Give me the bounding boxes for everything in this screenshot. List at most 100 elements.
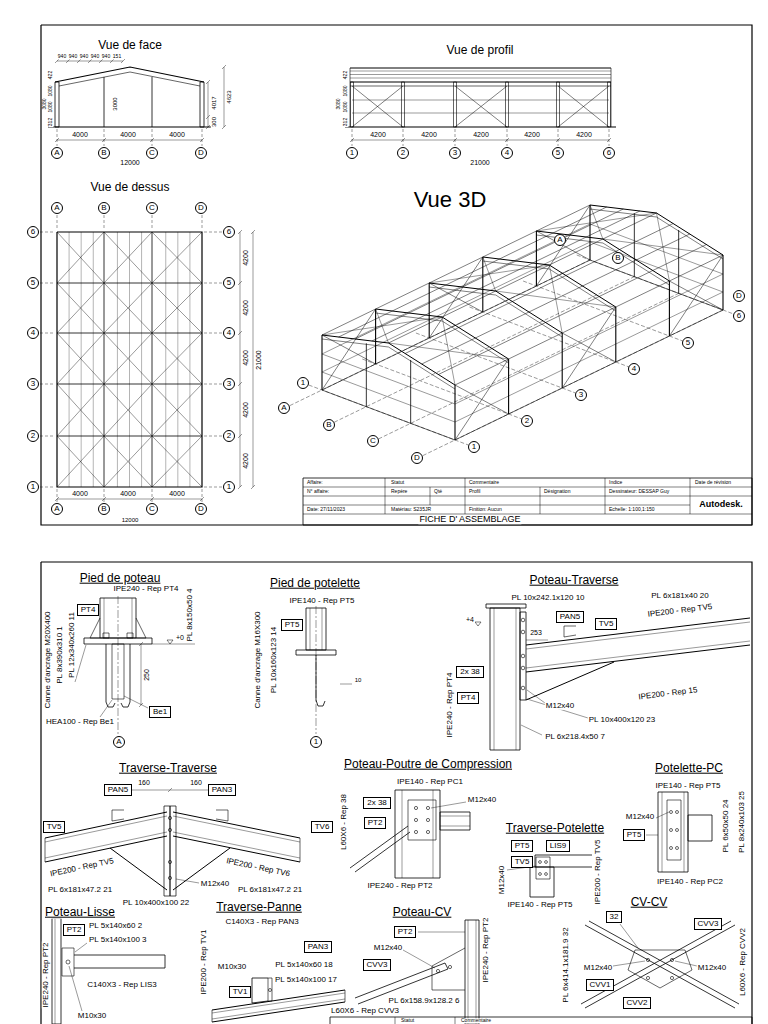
part-label: M12x40 bbox=[200, 880, 230, 888]
steel-member bbox=[310, 608, 311, 650]
part-mark: TV5 bbox=[599, 620, 614, 628]
grid-line bbox=[523, 281, 683, 341]
part-label: PL 10x242.1x120 10 bbox=[510, 594, 585, 602]
part-label: IPE240 - Rep PT4 bbox=[446, 672, 454, 739]
steel-member bbox=[300, 838, 301, 862]
steel-member bbox=[165, 232, 166, 487]
grid-bubble: 2 bbox=[521, 415, 533, 427]
part-mark: CVV3 bbox=[367, 961, 388, 969]
title-block-text: Statut bbox=[390, 480, 405, 485]
steel-member bbox=[103, 633, 109, 638]
title-block bbox=[605, 478, 606, 514]
bolt bbox=[168, 816, 171, 819]
title-block-text: Matériau: S235JR bbox=[390, 507, 432, 512]
dimension: 4000 bbox=[168, 131, 186, 138]
title-block-text: Commentaire bbox=[460, 1018, 492, 1023]
leader-line bbox=[75, 943, 87, 952]
grid-line bbox=[204, 333, 222, 334]
level-mark bbox=[167, 640, 173, 644]
steel-member bbox=[465, 920, 479, 1024]
steel-member bbox=[389, 213, 657, 343]
part-label: PL 5x140x100 3 bbox=[88, 936, 148, 944]
dimension: 940 bbox=[79, 54, 89, 59]
grid-bubble: B bbox=[98, 147, 110, 159]
part-label: M12x40 bbox=[467, 796, 497, 804]
grid-line bbox=[204, 487, 222, 488]
grid-label: 6 bbox=[607, 149, 611, 157]
part-label: PL 6x50x50 24 bbox=[722, 798, 730, 853]
dimension: 4000 bbox=[119, 131, 137, 138]
steel-member bbox=[433, 790, 434, 878]
bolt bbox=[646, 958, 649, 961]
steel-member bbox=[152, 333, 202, 384]
title-block bbox=[303, 505, 690, 506]
bolt bbox=[545, 873, 548, 876]
dimension: 10 bbox=[354, 677, 363, 683]
steel-member bbox=[322, 372, 455, 422]
steel-member bbox=[536, 231, 590, 260]
bolt bbox=[670, 811, 673, 814]
part-mark: PT4 bbox=[461, 694, 476, 702]
part-label: L60X6 - Rep CVV2 bbox=[739, 927, 747, 997]
dimension: 3080 bbox=[42, 97, 47, 110]
dimension-line bbox=[206, 115, 210, 119]
steel-member bbox=[104, 436, 152, 487]
grid-line bbox=[40, 384, 55, 385]
steel-member bbox=[165, 955, 166, 968]
steel-member bbox=[322, 335, 376, 364]
dimension: 1080 bbox=[343, 84, 348, 97]
grid-label: D bbox=[736, 292, 742, 300]
dimension-line bbox=[526, 640, 548, 641]
view-title: Vue de profil bbox=[446, 44, 515, 57]
steel-member bbox=[440, 826, 470, 827]
leader-line bbox=[176, 879, 199, 883]
bolt bbox=[436, 969, 439, 972]
grid-label: 1 bbox=[227, 483, 231, 491]
steel-member bbox=[212, 1010, 213, 1022]
steel-member bbox=[455, 274, 723, 404]
steel-member bbox=[57, 384, 104, 436]
steel-member bbox=[483, 261, 616, 311]
part-label: PL 8x390x310 1 bbox=[56, 625, 64, 685]
steel-member bbox=[212, 1002, 345, 1022]
part-label: C140X3 - Rep LIS3 bbox=[86, 981, 157, 989]
grid-bubble: 6 bbox=[27, 226, 39, 238]
leader-line bbox=[403, 950, 435, 968]
part-mark: TV6 bbox=[315, 823, 330, 831]
part-mark: PT2 bbox=[67, 926, 82, 934]
steel-member bbox=[152, 384, 202, 436]
steel-member bbox=[536, 231, 537, 286]
part-label: PL 6x158.9x128.2 6 bbox=[388, 997, 461, 1005]
dimension-line bbox=[208, 82, 209, 127]
steel-member bbox=[104, 232, 152, 283]
sheet-frame bbox=[41, 562, 752, 1024]
steel-member bbox=[316, 655, 325, 706]
steel-member bbox=[104, 598, 105, 638]
steel-member bbox=[482, 257, 483, 312]
steel-member bbox=[516, 608, 517, 750]
steel-member bbox=[152, 232, 153, 487]
grid-line bbox=[40, 487, 55, 488]
steel-member bbox=[350, 68, 351, 127]
steel-member bbox=[104, 333, 152, 384]
part-mark: CVV2 bbox=[627, 999, 648, 1007]
grid-line bbox=[40, 436, 55, 437]
steel-member bbox=[351, 82, 354, 127]
bolt bbox=[414, 806, 417, 809]
dimension: 1080 bbox=[48, 84, 53, 97]
part-label: IPE200 - Rep TV5 bbox=[594, 839, 602, 906]
grid-bubble: 6 bbox=[733, 310, 745, 322]
steel-member bbox=[350, 81, 611, 82]
grid-line bbox=[40, 333, 55, 334]
part-mark: CVV3 bbox=[698, 920, 719, 928]
dimension-line bbox=[240, 232, 241, 487]
steel-member bbox=[455, 86, 507, 127]
grid-label: B bbox=[326, 421, 331, 429]
grid-bubble: C bbox=[367, 435, 379, 447]
steel-member bbox=[57, 232, 202, 487]
grid-label: B bbox=[101, 204, 106, 212]
steel-member bbox=[442, 317, 455, 385]
part-label: PL 6x181x47.2 21 bbox=[237, 886, 303, 894]
leader-line bbox=[69, 966, 82, 1011]
part-tag: 2x 38 bbox=[363, 797, 391, 809]
